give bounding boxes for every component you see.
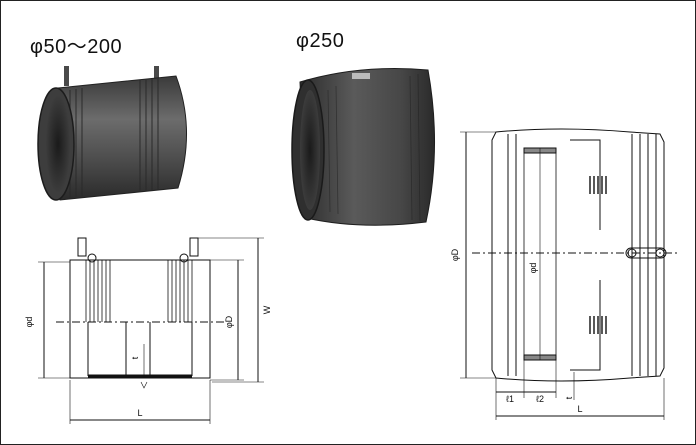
size-label-large: φ250 [296, 30, 345, 52]
dim-small-L: L [137, 408, 142, 418]
coupler-photo-large [291, 68, 436, 226]
dim-large-l1: ℓ1 [506, 394, 514, 404]
dim-large-d: φd [528, 263, 538, 274]
dim-small-D: φD [224, 315, 234, 328]
dim-large-L: L [577, 404, 582, 414]
drawing-small [38, 237, 264, 424]
dim-small-t: t [130, 356, 140, 359]
drawing-large-labels: φD φd ℓ1 ℓ2 t L [450, 248, 583, 414]
dim-large-l2: ℓ2 [536, 394, 544, 404]
dim-large-D: φD [450, 248, 460, 261]
drawing-large [460, 128, 680, 420]
drawing-small-labels: φd φD W t L [24, 305, 272, 418]
dim-small-d: φd [24, 317, 34, 328]
dim-small-W: W [262, 305, 272, 314]
coupler-photo-small [37, 66, 188, 201]
size-label-small: φ50〜200 [30, 36, 123, 58]
dim-large-t: t [564, 396, 574, 399]
